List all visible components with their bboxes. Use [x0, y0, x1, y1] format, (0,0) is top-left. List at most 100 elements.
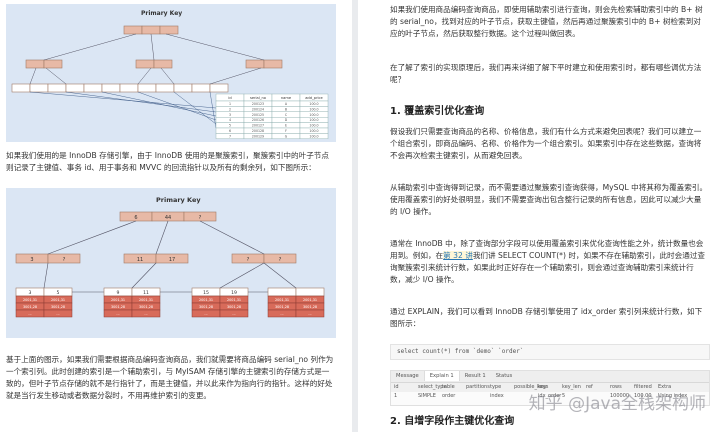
- figure2-leaf-row-value: ...: [144, 312, 147, 316]
- figure2-leaf-row-value: 2001,31: [111, 298, 125, 302]
- figure1-mid-center-cell: [153, 59, 173, 69]
- figure2-mid-value: ?: [247, 257, 250, 263]
- result-cell: 100.00: [634, 393, 652, 399]
- result-cell: idx_order: [538, 393, 562, 399]
- figure1-leaf-cell: [101, 83, 121, 93]
- paragraph-innodb-clustered: 如果我们使用的是 InnoDB 存储引擎，由于 InnoDB 使用的是聚簇索引，…: [6, 151, 329, 172]
- figure1-title: Primary Key: [141, 10, 182, 17]
- figure1-mid-right-cell: [263, 59, 283, 69]
- tab-status[interactable]: Status: [495, 373, 513, 379]
- result-header-cell: select_type: [418, 384, 447, 390]
- result-header-cell: ref: [586, 384, 593, 390]
- figure1-table-header: serial_no: [250, 96, 266, 100]
- figure1-table-value: B: [285, 107, 287, 111]
- figure2-leaf-row-value: 2001,31: [23, 298, 37, 302]
- figure1-table-value: 7: [229, 134, 231, 138]
- figure2-leaf-row: [131, 309, 161, 318]
- figure1-root-cell: [123, 25, 143, 35]
- result-header-cell: key_len: [562, 384, 581, 390]
- heading-auto-increment: 2. 自增字段作主键优化查询: [390, 412, 514, 427]
- sql-code-block: select count(*) from `demo` `order`: [390, 344, 710, 360]
- figure1-table-value: D: [285, 118, 288, 122]
- figure1-edge: [137, 67, 152, 85]
- figure1-table-value: F: [285, 129, 287, 133]
- figure1-leaf-cell: [83, 83, 103, 93]
- figure2-mid-value: ?: [279, 257, 282, 263]
- figure2-leaf-row-value: 3001,28: [51, 305, 65, 309]
- figure1-table-value: 5: [229, 124, 231, 128]
- figure2-mid-value: 3: [30, 257, 33, 263]
- figure2-leaf-row-value: 2001,31: [227, 298, 241, 302]
- right-page: 如果我们使用商品编码查询商品，即使用辅助索引进行查询，则会先检索辅助索引中的 B…: [358, 0, 720, 432]
- tab-result[interactable]: Result 1: [464, 373, 486, 379]
- figure1-leaf-cell: [47, 83, 67, 93]
- figure1-edge: [160, 67, 175, 85]
- result-cell: order: [442, 393, 456, 399]
- paragraph-tuning-intro: 在了解了索引的实现原理后，我们再来详细了解下平时建立和使用索引时，都有哪些调优方…: [390, 63, 702, 84]
- result-cell: 5: [562, 393, 566, 399]
- result-header-cell: rows: [610, 384, 622, 390]
- figure2-leaf-key-value: 3: [29, 290, 32, 296]
- figure1-pointer: [137, 91, 217, 121]
- heading-covering-index: 1. 覆盖索引优化查询: [390, 102, 484, 117]
- figure2-root-value: ?: [199, 215, 202, 221]
- heading-auto-increment-text: 2. 自增字段作主键优化查询: [390, 416, 515, 427]
- figure2-edge: [263, 262, 297, 289]
- tab-explain[interactable]: Explain 1: [423, 371, 460, 381]
- figure2-leaf-key: [295, 287, 325, 297]
- figure1-table-value: 200126: [252, 118, 264, 122]
- figure2-leaf-key-value: 19: [231, 290, 237, 296]
- paragraph-count-post: 我们讲 SELECT COUNT(*) 时，如果不存在辅助索引，此时会通过查询聚…: [390, 251, 706, 284]
- figure1-table-value: A: [285, 102, 288, 106]
- figure2-mid-cell: [263, 253, 297, 264]
- figure2-leaf-row-value: 3001,28: [111, 305, 125, 309]
- figure2-edge: [155, 220, 169, 255]
- figure2-leaf-row-value: 3001,28: [275, 305, 289, 309]
- figure1-leaf-cell: [119, 83, 139, 93]
- result-cell: Using index: [658, 393, 688, 399]
- paragraph-secondary-index: 基于上面的图示，如果我们需要根据商品编码查询商品，我们就需要将商品编码 seri…: [6, 355, 334, 400]
- figure2-leaf-row-value: 2001,31: [51, 298, 65, 302]
- figure2-leaf-row-value: ...: [280, 312, 283, 316]
- figure2-leaf-row-value: ...: [56, 312, 59, 316]
- tab-message[interactable]: Message: [396, 373, 419, 379]
- figure2-edge: [219, 262, 265, 289]
- lesson-32-link[interactable]: 第 32 讲: [443, 251, 473, 260]
- figure1-table-value: 200125: [252, 113, 264, 117]
- figure1-table-value: 100.0: [309, 113, 318, 117]
- paragraph-count-optimization: 通常在 InnoDB 中，除了查询部分字段可以使用覆盖索引来优化查询性能之外，统…: [390, 238, 708, 286]
- figure2-mid-value: 17: [169, 257, 175, 263]
- figure1-leaf-cell: [209, 83, 229, 93]
- figure2-leaf-row: [43, 309, 73, 318]
- figure1-table-value: 100.0: [309, 107, 318, 111]
- figure2-leaf-row-value: 2001,31: [303, 298, 317, 302]
- paragraph-count-pre: 通常在 InnoDB 中，除了查询部分字段可以使用覆盖索引来优化查询性能之外，统…: [390, 239, 704, 260]
- figure1-leaf-cell: [173, 83, 193, 93]
- figure2-edge: [131, 262, 157, 289]
- figure2-leaf-key-value: 9: [117, 290, 120, 296]
- figure2-leaf-row-value: 3001,28: [139, 305, 153, 309]
- figure1-table-value: 100.0: [309, 129, 318, 133]
- figure1-leaf-cell: [11, 83, 31, 93]
- figure2-leaf-key-value: 11: [143, 290, 149, 296]
- result-header-cell: Extra: [658, 384, 672, 390]
- figure2-leaf-row-value: 3001,28: [303, 305, 317, 309]
- figure2-mid-value: ?: [63, 257, 66, 263]
- figure1-table-value: 100.0: [309, 118, 318, 122]
- figure1-table-cell: [299, 133, 329, 139]
- figure1-table-header: id: [228, 96, 231, 100]
- figure1-root-cell: [159, 25, 179, 35]
- figure1-edge: [45, 67, 67, 85]
- result-cell: index: [490, 393, 504, 399]
- figure1-mid-right-cell: [245, 59, 265, 69]
- figure1-pointer: [101, 91, 217, 117]
- figure2-leaf-row: [219, 309, 249, 318]
- figure1-table-value: G: [285, 134, 288, 138]
- figure1-table-value: C: [285, 113, 288, 117]
- figure2-root-value: 6: [134, 215, 137, 221]
- figure1-leaf-cell: [65, 83, 85, 93]
- result-header-cell: id: [394, 384, 399, 390]
